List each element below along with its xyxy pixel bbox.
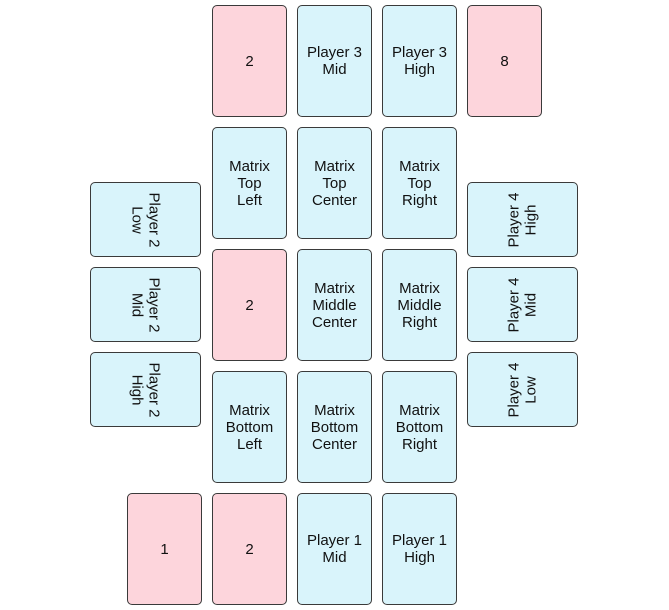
matrix-bottom-center-card[interactable]: Matrix Bottom Center	[297, 371, 372, 483]
player2-low-card[interactable]: Player 2 Low	[90, 182, 201, 257]
player1-card-b[interactable]: 2	[212, 493, 287, 605]
player4-mid-card[interactable]: Player 4 Mid	[467, 267, 578, 342]
player4-low-card[interactable]: Player 4 Low	[467, 352, 578, 427]
card-label: Matrix Bottom Center	[310, 401, 359, 453]
matrix-bottom-right-card[interactable]: Matrix Bottom Right	[382, 371, 457, 483]
card-label: Player 4 Low	[505, 361, 540, 418]
matrix-middle-right-card[interactable]: Matrix Middle Right	[382, 249, 457, 361]
matrix-top-center-card[interactable]: Matrix Top Center	[297, 127, 372, 239]
card-label: Matrix Bottom Left	[225, 401, 274, 453]
card-label: Player 2 Mid	[128, 276, 163, 333]
player1-card-a[interactable]: 1	[127, 493, 202, 605]
card-label: Player 3 Mid	[306, 44, 363, 78]
card-value: 8	[500, 52, 509, 70]
player2-mid-card[interactable]: Player 2 Mid	[90, 267, 201, 342]
card-label: Player 4 Mid	[505, 276, 540, 333]
matrix-middle-center-card[interactable]: Matrix Middle Center	[297, 249, 372, 361]
matrix-top-left-card[interactable]: Matrix Top Left	[212, 127, 287, 239]
player3-high-card[interactable]: Player 3 High	[382, 5, 457, 117]
card-value: 2	[245, 52, 254, 70]
card-label: Player 2 High	[128, 361, 163, 418]
matrix-bottom-left-card[interactable]: Matrix Bottom Left	[212, 371, 287, 483]
card-label: Player 1 Mid	[306, 532, 363, 566]
matrix-middle-left-card[interactable]: 2	[212, 249, 287, 361]
player1-high-card[interactable]: Player 1 High	[382, 493, 457, 605]
card-value: 1	[160, 540, 169, 558]
card-label: Matrix Bottom Right	[395, 401, 444, 453]
card-label: Player 4 High	[505, 191, 540, 248]
card-value: 2	[245, 540, 254, 558]
card-value: 2	[245, 296, 254, 314]
player4-high-card[interactable]: Player 4 High	[467, 182, 578, 257]
player3-card-right[interactable]: 8	[467, 5, 542, 117]
player2-high-card[interactable]: Player 2 High	[90, 352, 201, 427]
player3-card-left[interactable]: 2	[212, 5, 287, 117]
player1-mid-card[interactable]: Player 1 Mid	[297, 493, 372, 605]
card-label: Player 2 Low	[128, 191, 163, 248]
card-label: Player 3 High	[391, 44, 448, 78]
card-label: Player 1 High	[391, 532, 448, 566]
matrix-top-right-card[interactable]: Matrix Top Right	[382, 127, 457, 239]
card-label: Matrix Middle Center	[311, 279, 358, 331]
card-label: Matrix Top Left	[229, 157, 270, 209]
player3-mid-card[interactable]: Player 3 Mid	[297, 5, 372, 117]
card-label: Matrix Top Center	[311, 157, 358, 209]
card-label: Matrix Middle Right	[397, 279, 442, 331]
card-label: Matrix Top Right	[399, 157, 440, 209]
